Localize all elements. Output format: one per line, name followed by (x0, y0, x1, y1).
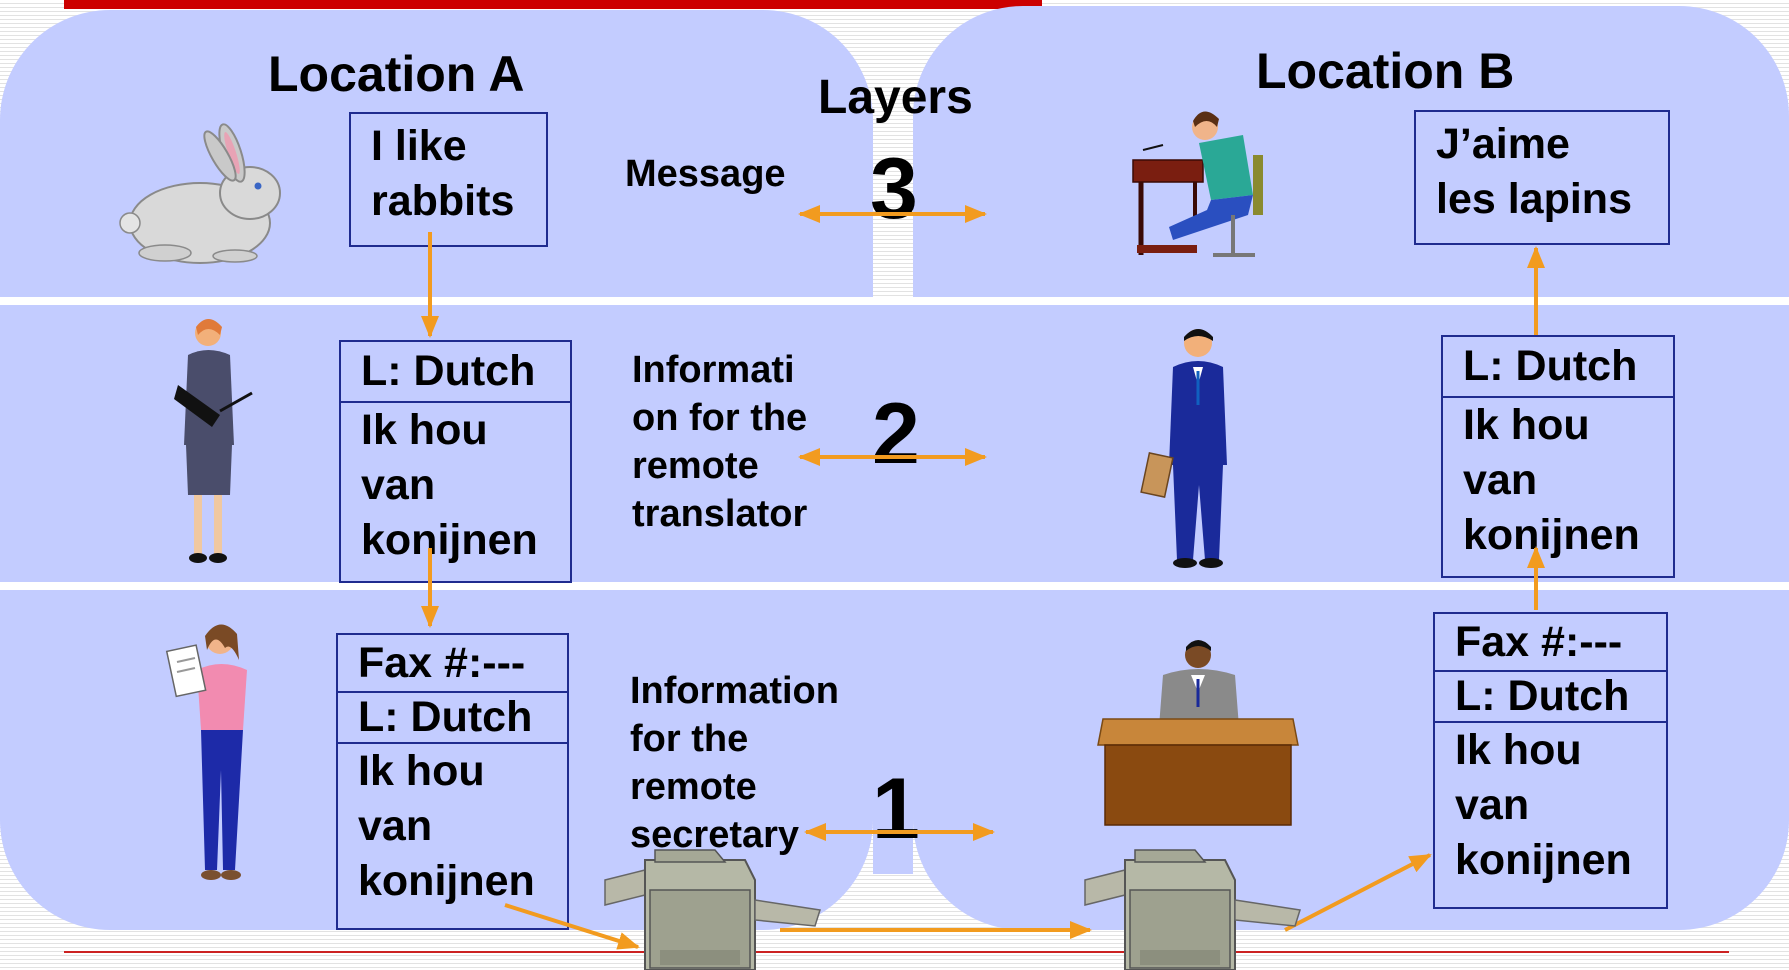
layer-number-2: 2 (872, 386, 920, 482)
businesswoman-icon (174, 319, 253, 563)
message-line: konijnen (361, 516, 538, 564)
message-line: Ik hou (1463, 401, 1590, 449)
fax-number-header: Fax #:--- (338, 635, 567, 693)
a-to-fax-arrow (504, 903, 640, 950)
location-a-translator-box: L: Dutch Ik hou van konijnen (339, 340, 572, 583)
layer-divider-lower (0, 582, 1789, 590)
language-header: L: Dutch (1435, 672, 1666, 723)
location-b-message-box: J’aime les lapins (1414, 110, 1670, 245)
message-line: van (1463, 456, 1538, 504)
location-b-title: Location B (1256, 43, 1515, 99)
language-header: L: Dutch (341, 342, 570, 403)
location-a-message-box: I like rabbits (349, 112, 548, 247)
businessman-icon (1140, 329, 1227, 568)
message-line: Ik hou (358, 747, 485, 795)
message-line: konijnen (1455, 836, 1632, 884)
message-line: konijnen (358, 857, 535, 905)
fax-to-b-arrow (1284, 853, 1432, 932)
location-b-fax-box: Fax #:--- L: Dutch Ik hou van konijnen (1433, 612, 1668, 909)
location-a-panel (0, 10, 873, 930)
message-line: Ik hou (1455, 726, 1582, 774)
location-a-title: Location A (268, 46, 525, 102)
location-b-translator-box: L: Dutch Ik hou van konijnen (1441, 335, 1675, 578)
message-line: I like (371, 122, 467, 170)
layer-divider-upper (0, 297, 1789, 305)
language-header: L: Dutch (338, 693, 567, 744)
language-header: L: Dutch (1443, 337, 1673, 398)
fax-number-header: Fax #:--- (1435, 614, 1666, 672)
message-line: Ik hou (361, 406, 488, 454)
message-line: konijnen (1463, 511, 1640, 559)
location-a-fax-box: Fax #:--- L: Dutch Ik hou van konijnen (336, 633, 569, 930)
man-at-desk-icon (1097, 640, 1299, 826)
message-line: van (358, 802, 433, 850)
message-line: van (1455, 781, 1530, 829)
top-accent-bar (64, 0, 1042, 9)
layer-1-label: Information for the remote secretary (630, 670, 839, 856)
fax-machine-icon (1084, 849, 1301, 970)
message-line: J’aime (1436, 120, 1570, 168)
message-line: les lapins (1436, 175, 1632, 223)
writer-at-desk-icon (1132, 111, 1263, 257)
rabbit-icon (119, 123, 281, 264)
layers-title: Layers (818, 71, 973, 124)
message-line: van (361, 461, 436, 509)
message-line: rabbits (371, 177, 515, 225)
bottom-accent-line (64, 951, 1729, 953)
location-b-panel (913, 6, 1789, 930)
layer-2-label: Informati on for the remote translator (632, 349, 808, 535)
fax-machine-icon (604, 849, 821, 970)
layer-3-label: Message (625, 153, 786, 195)
layer-number-1: 1 (872, 761, 920, 857)
secretary-icon (165, 624, 247, 880)
